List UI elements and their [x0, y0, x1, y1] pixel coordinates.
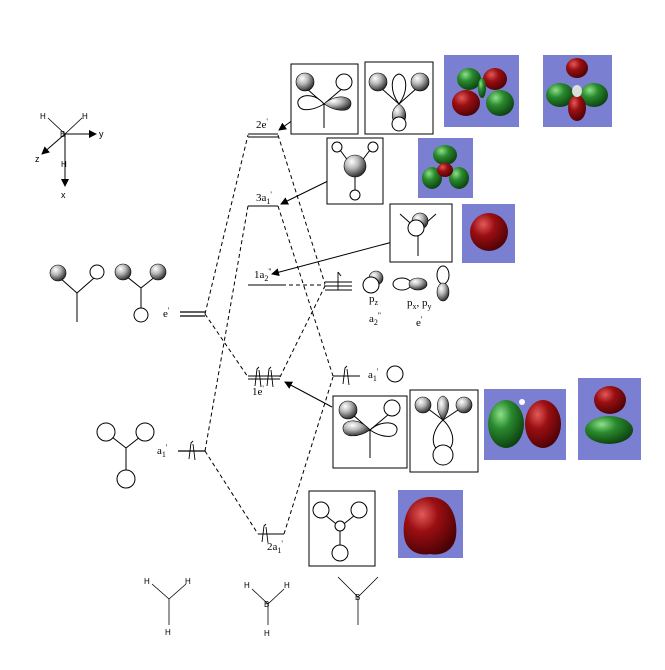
level-3a1-label: 3a1' — [256, 190, 272, 206]
box-3a1-schematic — [326, 137, 384, 205]
left-level-a1: a1' — [157, 440, 205, 461]
left-level-e: e' — [163, 306, 205, 320]
axis-label-z: z — [35, 154, 40, 164]
level-1a2pp: 1a2'' — [248, 267, 282, 286]
h3-e-orbital-2 — [114, 263, 167, 323]
bottom-h3: H H H — [144, 577, 191, 637]
boron-s-orbital — [386, 365, 404, 383]
render-2a1 — [398, 490, 463, 558]
bottom-bh3-h3: H — [264, 629, 270, 638]
correlation-lines — [204, 134, 334, 535]
bottom-bh3-h1: H — [244, 581, 250, 590]
level-3a1: 3a1' — [248, 190, 278, 207]
box-2a1-schematic — [308, 490, 376, 567]
render-2e-1 — [444, 55, 519, 127]
level-1e: 1e' — [248, 366, 280, 398]
level-2e-label: 2e' — [256, 117, 268, 131]
bottom-b-frame-b: B — [355, 593, 360, 602]
level-1a2pp-label: 1a2'' — [254, 267, 272, 283]
label-pz: pz — [369, 293, 379, 307]
bottom-h3-h1: H — [144, 577, 150, 586]
render-1a2pp — [462, 204, 515, 263]
label-e-right: e' — [416, 315, 423, 329]
bottom-bh3: B H H H — [244, 581, 290, 638]
right-level-a1: a1' — [333, 365, 404, 386]
label-px-py: px, py — [407, 297, 432, 311]
axis-system: B H H H y z x — [35, 112, 104, 200]
axis-label-y: y — [99, 129, 104, 139]
bottom-bh3-h2: H — [284, 581, 290, 590]
h3-a1-orbital — [96, 422, 155, 489]
right-level-p — [325, 271, 352, 291]
bottom-h3-h2: H — [185, 577, 191, 586]
box-2e-schematic-1 — [290, 63, 359, 135]
axis-label-x: x — [61, 190, 66, 200]
box-2e-schematic-2 — [364, 61, 434, 135]
left-label-a1: a1' — [157, 443, 168, 459]
level-1e-label: 1e' — [252, 384, 264, 398]
boron-pz-orbital — [362, 270, 384, 294]
level-2e: 2e' — [248, 117, 278, 138]
render-1e-2 — [578, 378, 641, 460]
left-label-e: e' — [163, 306, 170, 320]
axis-h1: H — [40, 112, 46, 121]
boron-px-orbital — [392, 277, 428, 291]
bottom-bh3-b: B — [264, 600, 269, 609]
box-1a2pp-schematic — [389, 203, 453, 263]
box-1e-schematic-1 — [332, 395, 408, 469]
render-1e-1 — [484, 389, 566, 460]
box-1e-schematic-2 — [409, 389, 479, 473]
h3-e-orbital-1 — [49, 264, 105, 322]
render-2e-2 — [543, 55, 612, 127]
bottom-b-frame: B — [337, 576, 379, 625]
level-2a1-label: 2a1' — [267, 539, 283, 555]
level-2a1: 2a1' — [258, 523, 284, 555]
axis-h3: H — [61, 160, 67, 169]
render-3a1 — [418, 138, 473, 198]
boron-py-orbital — [436, 265, 450, 302]
bottom-h3-h3: H — [165, 628, 171, 637]
axis-center-b: B — [60, 130, 65, 139]
axis-h2: H — [82, 112, 88, 121]
label-a2pp: a2'' — [369, 311, 381, 327]
right-label-a1: a1' — [368, 367, 379, 383]
